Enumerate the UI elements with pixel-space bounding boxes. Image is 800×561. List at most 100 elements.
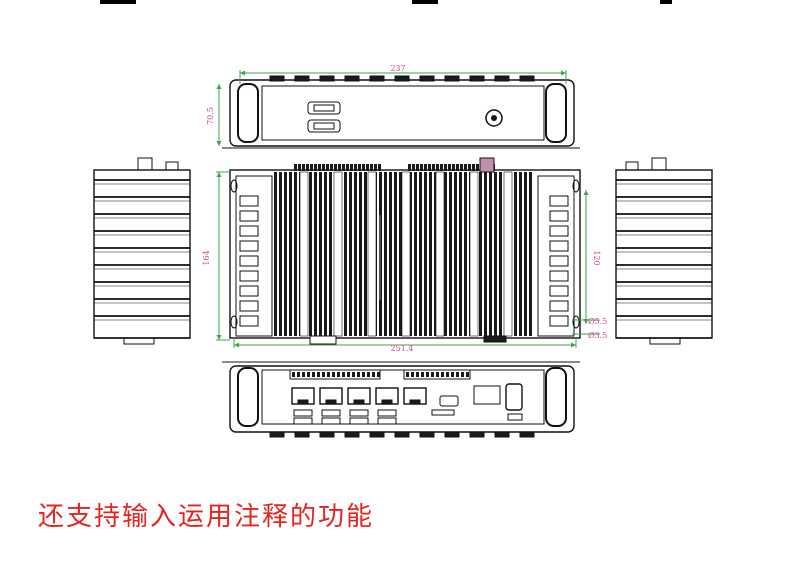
top-terminal-pin — [358, 164, 361, 171]
terminal-pin — [411, 372, 414, 377]
dim-line-front-inner-height-arrow-start — [583, 190, 589, 195]
top-terminal-pin — [436, 164, 439, 171]
top-terminal-pin — [432, 164, 435, 171]
terminal-pin — [342, 372, 345, 377]
heatsink-fin — [279, 172, 282, 336]
dim-line-front-height-arrow-end — [216, 335, 222, 340]
heatsink-fin — [514, 172, 517, 336]
top-fin — [369, 75, 385, 82]
front-left-flange — [235, 175, 273, 337]
terminal-pin — [327, 372, 330, 377]
front-view-body — [229, 169, 581, 339]
dim-front-inner-height: 120 — [592, 250, 601, 265]
terminal-pin — [362, 372, 365, 377]
top-terminal-pin — [456, 164, 459, 171]
top-terminal-pin — [366, 164, 369, 171]
top-fin — [444, 75, 460, 82]
heatsink-fin — [399, 172, 402, 336]
top-terminal-pin — [314, 164, 317, 171]
heatsink-fin — [354, 172, 357, 336]
usb-port — [377, 409, 397, 417]
terminal-pin — [446, 372, 449, 377]
heatsink-fin — [394, 172, 397, 336]
fin-divider — [333, 171, 343, 337]
com-port-2 — [507, 413, 523, 421]
dim-line-top-width-arrow-start — [240, 70, 245, 76]
power-jack — [485, 109, 503, 127]
top-fin — [269, 75, 285, 82]
dim-front-height: 164 — [202, 250, 211, 265]
mount-hole — [572, 179, 580, 193]
terminal-pin — [302, 372, 305, 377]
terminal-pin — [421, 372, 424, 377]
top-terminal-pin — [370, 164, 373, 171]
dim-top-height: 70.5 — [206, 107, 215, 125]
top-terminal-pin — [342, 164, 345, 171]
left-flange-slot — [239, 195, 259, 207]
top-fin — [519, 75, 535, 82]
terminal-pin — [297, 372, 300, 377]
caption-text: 还支持输入运用注释的功能 — [38, 502, 375, 532]
top-terminal-pin — [448, 164, 451, 171]
db9-port-2-pins — [313, 122, 335, 130]
top-terminal-pin — [468, 164, 471, 171]
right-side-body — [615, 169, 713, 339]
mount-hole — [572, 315, 580, 329]
heatsink-fin — [389, 172, 392, 336]
top-terminal-pin — [476, 164, 479, 171]
terminal-pin — [322, 372, 325, 377]
crop-mark-right — [412, 0, 438, 4]
top-terminal-pin — [330, 164, 333, 171]
heatsink-fin — [424, 172, 427, 336]
terminal-pin — [347, 372, 350, 377]
hdmi-port — [439, 395, 459, 407]
terminal-pin — [441, 372, 444, 377]
right-flange-slot — [549, 300, 569, 312]
top-terminal-pin — [362, 164, 365, 171]
dim-front-width: 251.4 — [391, 344, 414, 353]
mount-hole — [230, 179, 238, 193]
top-terminal-pin — [318, 164, 321, 171]
terminal-pin — [466, 372, 469, 377]
bottom-view-left-handle — [237, 367, 259, 427]
heatsink-fin — [479, 172, 482, 336]
dim-hole-large: Ø5.5 — [588, 317, 607, 326]
bottom-fin — [494, 431, 510, 438]
rj45-latch — [325, 399, 337, 405]
bottom-fin — [369, 431, 385, 438]
heatsink-fin — [359, 172, 362, 336]
heatsink-fin — [429, 172, 432, 336]
bottom-fin — [469, 431, 485, 438]
bottom-view-right-handle — [545, 367, 567, 427]
rj45-latch — [409, 399, 421, 405]
top-view-body — [229, 79, 575, 147]
bottom-fin — [519, 431, 535, 438]
terminal-pin — [416, 372, 419, 377]
terminal-pin — [436, 372, 439, 377]
terminal-pin — [312, 372, 315, 377]
terminal-pin — [377, 372, 380, 377]
db9-port-2 — [307, 119, 341, 133]
heatsink-fin — [484, 172, 487, 336]
usb-port — [293, 409, 313, 417]
terminal-pin — [456, 372, 459, 377]
terminal-pin — [357, 372, 360, 377]
heatsink-fin — [344, 172, 347, 336]
heatsink-fin — [499, 172, 502, 336]
top-terminal-pin — [374, 164, 377, 171]
left-flange-slot — [239, 210, 259, 222]
left-flange-slot — [239, 270, 259, 282]
top-terminal-pin — [460, 164, 463, 171]
top-fin — [319, 75, 335, 82]
right-side-tab — [625, 161, 639, 171]
top-terminal-pin — [310, 164, 313, 171]
db9-port-1 — [307, 101, 341, 115]
left-flange-slot — [239, 255, 259, 267]
left-flange-slot — [239, 315, 259, 327]
right-flange-slot — [549, 195, 569, 207]
top-fin — [394, 75, 410, 82]
usb-port — [321, 409, 341, 417]
drawing-linework — [93, 70, 713, 438]
right-side-connector — [651, 157, 667, 171]
fin-divider — [367, 171, 377, 337]
